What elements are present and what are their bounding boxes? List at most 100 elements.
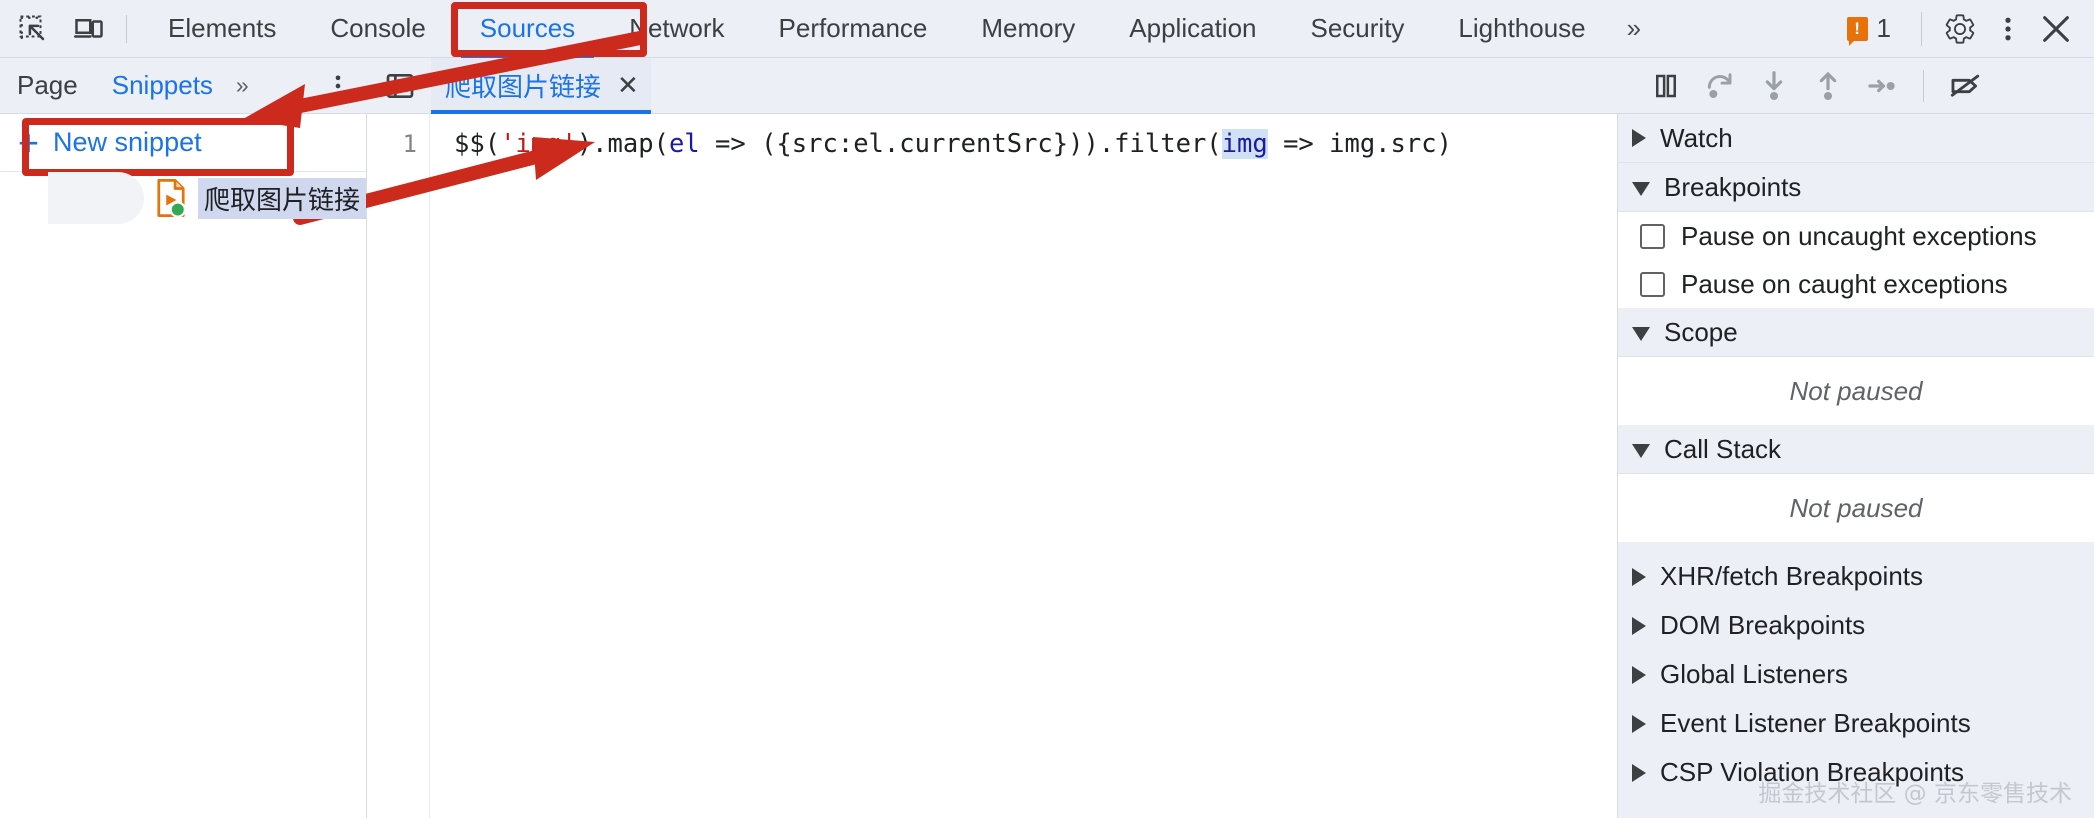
tab-sources[interactable]: Sources — [453, 0, 602, 58]
sidebar-section-scope[interactable]: Scope — [1618, 308, 2094, 357]
tab-console[interactable]: Console — [303, 0, 452, 58]
watch-section-title: Watch — [1660, 122, 1733, 153]
error-count-label: 1 — [1876, 13, 1891, 43]
sidebar-section-watch[interactable]: Watch — [1618, 114, 2094, 163]
editor-code-area[interactable]: $$('img').map(el => ({src:el.currentSrc}… — [430, 114, 1617, 818]
navigator-kebab-icon[interactable] — [315, 63, 361, 109]
line-number: 1 — [402, 130, 417, 158]
code-token-map: ).map( — [576, 129, 669, 159]
watermark-text: 掘金技术社区 @ 京东零售技术 — [1758, 781, 2072, 807]
tab-elements[interactable]: Elements — [141, 0, 303, 58]
pause-on-caught-exceptions-checkbox[interactable] — [1640, 271, 1665, 297]
navigator-more-chevron-icon[interactable]: » — [235, 72, 249, 98]
tab-security[interactable]: Security — [1284, 0, 1432, 58]
tab-application-label: Application — [1129, 13, 1257, 43]
tab-lighthouse-label: Lighthouse — [1458, 13, 1586, 43]
editor-file-tab-close-icon[interactable]: ✕ — [617, 70, 639, 100]
csp-violation-breakpoints-title: CSP Violation Breakpoints — [1660, 757, 1965, 787]
tab-console-label: Console — [330, 13, 426, 43]
sidebar-section-dom-breakpoints[interactable]: DOM Breakpoints — [1618, 601, 2094, 650]
step-out-icon[interactable] — [1801, 62, 1855, 110]
inspect-element-icon[interactable] — [10, 6, 56, 52]
deactivate-breakpoints-icon[interactable] — [1938, 62, 1992, 110]
scope-section-title: Scope — [1664, 316, 1738, 347]
chevron-right-icon — [1632, 567, 1646, 586]
step-into-icon[interactable] — [1747, 62, 1801, 110]
editor-toolbar: 爬取图片链接 ✕ — [367, 57, 1617, 114]
snippet-row-hover-bg — [48, 172, 144, 224]
editor-gutter: 1 — [367, 114, 430, 818]
call-stack-status: Not paused — [1618, 474, 2094, 542]
tab-network-label: Network — [629, 13, 725, 43]
pause-on-caught-exceptions-row[interactable]: Pause on caught exceptions — [1618, 260, 2094, 308]
editor-file-tab[interactable]: 爬取图片链接 ✕ — [431, 57, 651, 114]
top-toolbar-right: ! 1 — [1846, 0, 2094, 58]
plus-icon: + — [18, 121, 40, 163]
debugger-toolbar-divider — [1923, 69, 1924, 102]
navigator-tab-page[interactable]: Page — [17, 70, 78, 100]
error-icon: ! — [1846, 16, 1868, 46]
sidebar-section-global-listeners[interactable]: Global Listeners — [1618, 650, 2094, 699]
editor-file-tab-label: 爬取图片链接 — [445, 72, 602, 102]
pause-on-uncaught-exceptions-label: Pause on uncaught exceptions — [1681, 220, 2037, 251]
tab-performance[interactable]: Performance — [752, 0, 955, 58]
more-panels-chevron-icon[interactable]: » — [1626, 13, 1642, 43]
toggle-navigator-icon[interactable] — [377, 63, 423, 109]
chevron-down-icon — [1632, 326, 1650, 341]
new-snippet-label: New snippet — [53, 127, 202, 157]
gear-icon[interactable] — [1936, 5, 1984, 53]
snippet-list-item[interactable]: 爬取图片链接 — [0, 172, 366, 224]
xhr-fetch-breakpoints-title: XHR/fetch Breakpoints — [1660, 561, 1924, 591]
sidebar-section-csp-violation-breakpoints[interactable]: CSP Violation Breakpoints — [1618, 748, 2094, 797]
sidebar-section-xhr-fetch-breakpoints[interactable]: XHR/fetch Breakpoints — [1618, 552, 2094, 601]
code-line-1: $$('img').map(el => ({src:el.currentSrc}… — [430, 123, 1617, 165]
pause-on-caught-exceptions-label: Pause on caught exceptions — [1681, 268, 2008, 299]
code-editor: 1 $$('img').map(el => ({src:el.currentSr… — [367, 114, 1617, 818]
tab-memory-label: Memory — [981, 13, 1076, 43]
chevron-right-icon — [1632, 665, 1646, 684]
step-over-icon[interactable] — [1693, 62, 1747, 110]
snippet-file-icon — [154, 179, 188, 218]
toolbar-divider-2 — [1921, 11, 1922, 46]
tab-performance-label: Performance — [778, 13, 928, 43]
sidebar-section-event-listener-breakpoints[interactable]: Event Listener Breakpoints — [1618, 699, 2094, 748]
navigator-toolbar: Page Snippets » — [0, 58, 367, 114]
debugger-toolbar — [1617, 58, 2094, 114]
sidebar-section-breakpoints[interactable]: Breakpoints — [1618, 163, 2094, 212]
breakpoints-section-body: Pause on uncaught exceptions Pause on ca… — [1618, 212, 2094, 308]
code-token-body: => ({src:el.currentSrc})).filter( — [699, 129, 1222, 159]
code-token-tail: => img.src) — [1267, 129, 1452, 159]
close-icon[interactable] — [2032, 5, 2080, 53]
snippet-name-label: 爬取图片链接 — [197, 177, 366, 219]
pause-on-uncaught-exceptions-row[interactable]: Pause on uncaught exceptions — [1618, 212, 2094, 260]
chevron-down-icon — [1632, 443, 1650, 458]
new-snippet-button[interactable]: + New snippet — [0, 114, 366, 172]
error-count-badge[interactable]: ! 1 — [1846, 13, 1891, 46]
sidebar-section-call-stack[interactable]: Call Stack — [1618, 425, 2094, 474]
device-toolbar-icon[interactable] — [66, 6, 112, 52]
tab-application[interactable]: Application — [1102, 0, 1283, 58]
pause-script-icon[interactable] — [1639, 62, 1693, 110]
tab-elements-label: Elements — [168, 13, 277, 43]
global-listeners-title: Global Listeners — [1660, 659, 1848, 689]
tab-network[interactable]: Network — [602, 0, 751, 58]
tab-lighthouse[interactable]: Lighthouse — [1431, 0, 1612, 58]
pause-on-uncaught-exceptions-checkbox[interactable] — [1640, 223, 1665, 249]
devtools-top-toolbar: Elements Console Sources Network Perform… — [0, 0, 2094, 58]
kebab-menu-icon[interactable] — [1984, 5, 2032, 53]
tab-sources-label: Sources — [479, 13, 576, 43]
tab-security-label: Security — [1310, 13, 1405, 43]
tab-memory[interactable]: Memory — [954, 0, 1102, 58]
snippets-navigator: + New snippet 爬取图片链接 — [0, 114, 367, 818]
step-icon[interactable] — [1855, 62, 1909, 110]
dom-breakpoints-title: DOM Breakpoints — [1660, 610, 1866, 640]
chevron-right-icon — [1632, 763, 1646, 782]
chevron-right-icon — [1632, 129, 1646, 147]
code-token-string: 'img' — [500, 129, 577, 159]
navigator-tab-snippets[interactable]: Snippets — [111, 70, 213, 100]
code-token-param-el: el — [668, 129, 700, 159]
debugger-controls — [1617, 58, 1992, 114]
toolbar-divider — [126, 14, 127, 43]
chevron-down-icon — [1632, 181, 1650, 196]
